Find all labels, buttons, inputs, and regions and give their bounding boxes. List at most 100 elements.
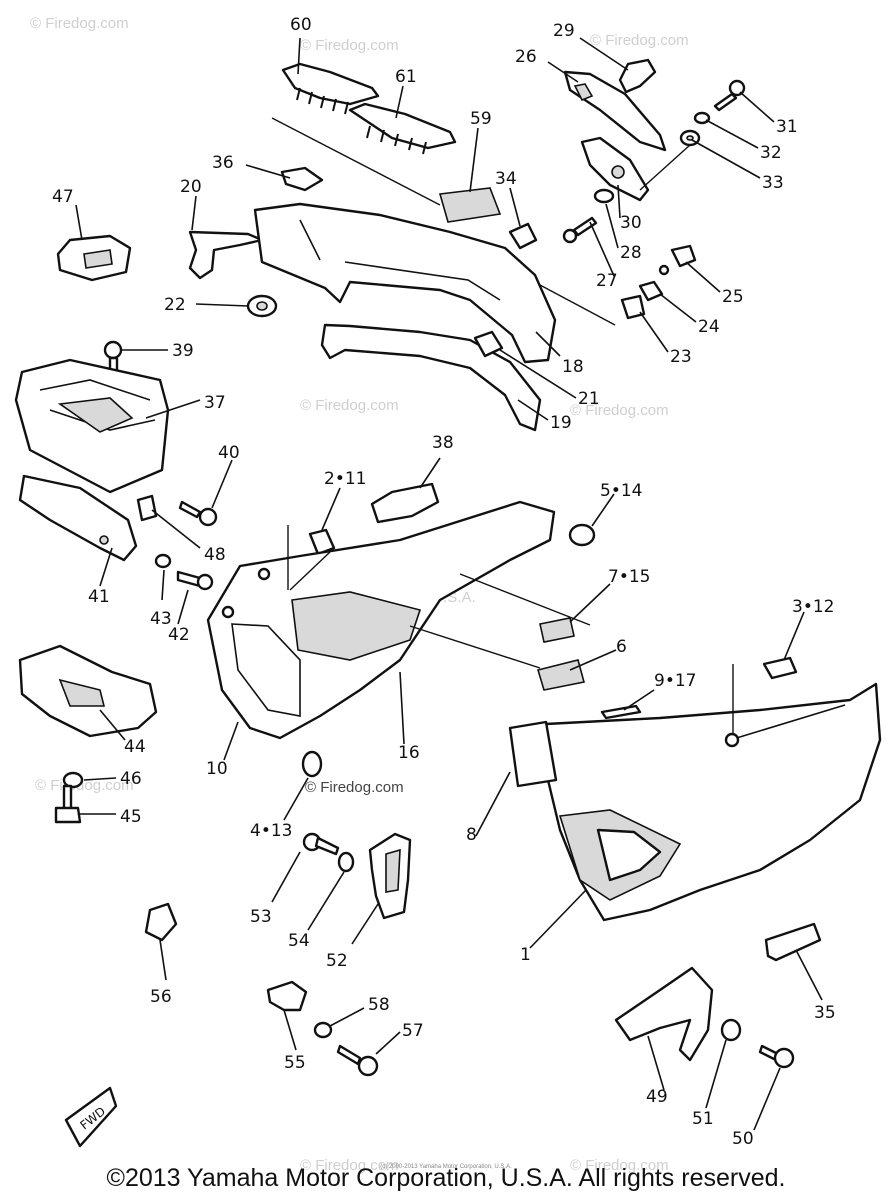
assembly-line [271, 117, 441, 206]
part-label-21: 21 [578, 389, 600, 409]
part-label-56: 56 [150, 987, 172, 1007]
part-label-50: 50 [732, 1129, 754, 1149]
part-number-labels: 60 61 29 26 31 32 33 59 36 34 20 30 47 2… [52, 15, 836, 1149]
part-label-54: 54 [288, 931, 310, 951]
watermark-text: © Firedog.com [570, 402, 669, 419]
part-label-33: 33 [762, 173, 784, 193]
watermark-text: © Firedog.com [300, 1157, 399, 1174]
part-label-34: 34 [495, 169, 517, 189]
part-40-bolt [178, 500, 218, 527]
part-label-53: 53 [250, 907, 272, 927]
part-label-35: 35 [814, 1003, 836, 1023]
part-label-32: 32 [760, 143, 782, 163]
part-52-bracket [368, 832, 412, 920]
part-10-side-cover [206, 500, 556, 740]
part-label-23: 23 [670, 347, 692, 367]
part-label-42: 42 [168, 625, 190, 645]
part-27-screw [562, 216, 598, 244]
part-label-26: 26 [515, 47, 537, 67]
part-label-43: 43 [150, 609, 172, 629]
part-label-60: 60 [290, 15, 312, 35]
part-2-11-damper [308, 528, 336, 556]
part-label-30: 30 [620, 213, 642, 233]
part-8-damper [508, 720, 558, 788]
part-label-2-11: 2•11 [324, 469, 366, 489]
part-label-9-17: 9•17 [654, 671, 696, 691]
part-49-bracket [614, 966, 714, 1062]
part-22-grommet [246, 294, 278, 318]
part-37-battery-box [14, 358, 170, 494]
part-label-36: 36 [212, 153, 234, 173]
part-label-52: 52 [326, 951, 348, 971]
part-label-20: 20 [180, 177, 202, 197]
part-41-stay [18, 474, 138, 562]
part-6-emblem [536, 659, 585, 691]
part-50-screw [758, 1044, 795, 1069]
part-26-cover-plate [563, 70, 667, 152]
part-46-nut [62, 771, 84, 789]
part-1-side-cover [544, 682, 882, 922]
part-36-clip [280, 166, 324, 192]
part-56-clip [144, 902, 178, 942]
part-20-bracket [188, 230, 264, 280]
part-4-13-grommet [301, 750, 323, 778]
part-47-bracket [56, 234, 132, 282]
part-9-17-pin [600, 704, 642, 720]
part-23-collar [620, 294, 646, 320]
part-58-grommet [313, 1021, 333, 1039]
part-55-bracket [266, 980, 308, 1012]
part-label-24: 24 [698, 317, 720, 337]
part-label-45: 45 [120, 807, 142, 827]
part-24-collar [638, 280, 664, 302]
part-43-washer [154, 553, 172, 569]
part-label-8: 8 [466, 825, 477, 845]
part-label-28: 28 [620, 243, 642, 263]
part-label-19: 19 [550, 413, 572, 433]
part-5-14-damper [568, 523, 596, 547]
part-label-37: 37 [204, 393, 226, 413]
part-59-label [438, 187, 502, 223]
assembly-line [287, 525, 591, 669]
part-32-washer [693, 111, 711, 125]
part-label-48: 48 [204, 545, 226, 565]
part-51-washer [720, 1018, 742, 1042]
copyright-small-text: (c) 2000-2013 Yamaha Motor Corporation, … [380, 1164, 512, 1170]
watermark-text: © Firedog.com [30, 15, 129, 32]
part-label-38: 38 [432, 433, 454, 453]
part-57-screw [336, 1044, 379, 1077]
assembly-line [539, 284, 616, 326]
part-label-10: 10 [206, 759, 228, 779]
part-label-3-12: 3•12 [792, 597, 834, 617]
part-label-41: 41 [88, 587, 110, 607]
part-45-bolt [54, 784, 82, 824]
watermark-text: © Firedog.com [590, 32, 689, 49]
part-label-18: 18 [562, 357, 584, 377]
part-61-bracket [348, 102, 457, 155]
part-label-6: 6 [616, 637, 627, 657]
part-label-47: 47 [52, 187, 74, 207]
part-31-screw [713, 79, 746, 112]
part-label-58: 58 [368, 995, 390, 1015]
part-60-bracket [281, 62, 380, 115]
part-35-clip [764, 922, 822, 962]
part-label-25: 25 [722, 287, 744, 307]
part-7-15-emblem [539, 617, 575, 643]
part-label-55: 55 [284, 1053, 306, 1073]
part-label-16: 16 [398, 743, 420, 763]
part-label-4-13: 4•13 [250, 821, 292, 841]
part-30-cover [580, 136, 650, 202]
watermark-text: © Firedog.com [35, 777, 134, 794]
part-label-49: 49 [646, 1087, 668, 1107]
part-25-clip [658, 244, 697, 276]
part-label-7-15: 7•15 [608, 567, 650, 587]
part-label-22: 22 [164, 295, 186, 315]
part-19-bracket [320, 323, 542, 432]
part-label-57: 57 [402, 1021, 424, 1041]
part-label-39: 39 [172, 341, 194, 361]
part-34-clip [508, 222, 538, 250]
part-label-59: 59 [470, 109, 492, 129]
part-28-grommet [593, 188, 615, 204]
part-label-5-14: 5•14 [600, 481, 642, 501]
part-label-1: 1 [520, 945, 531, 965]
